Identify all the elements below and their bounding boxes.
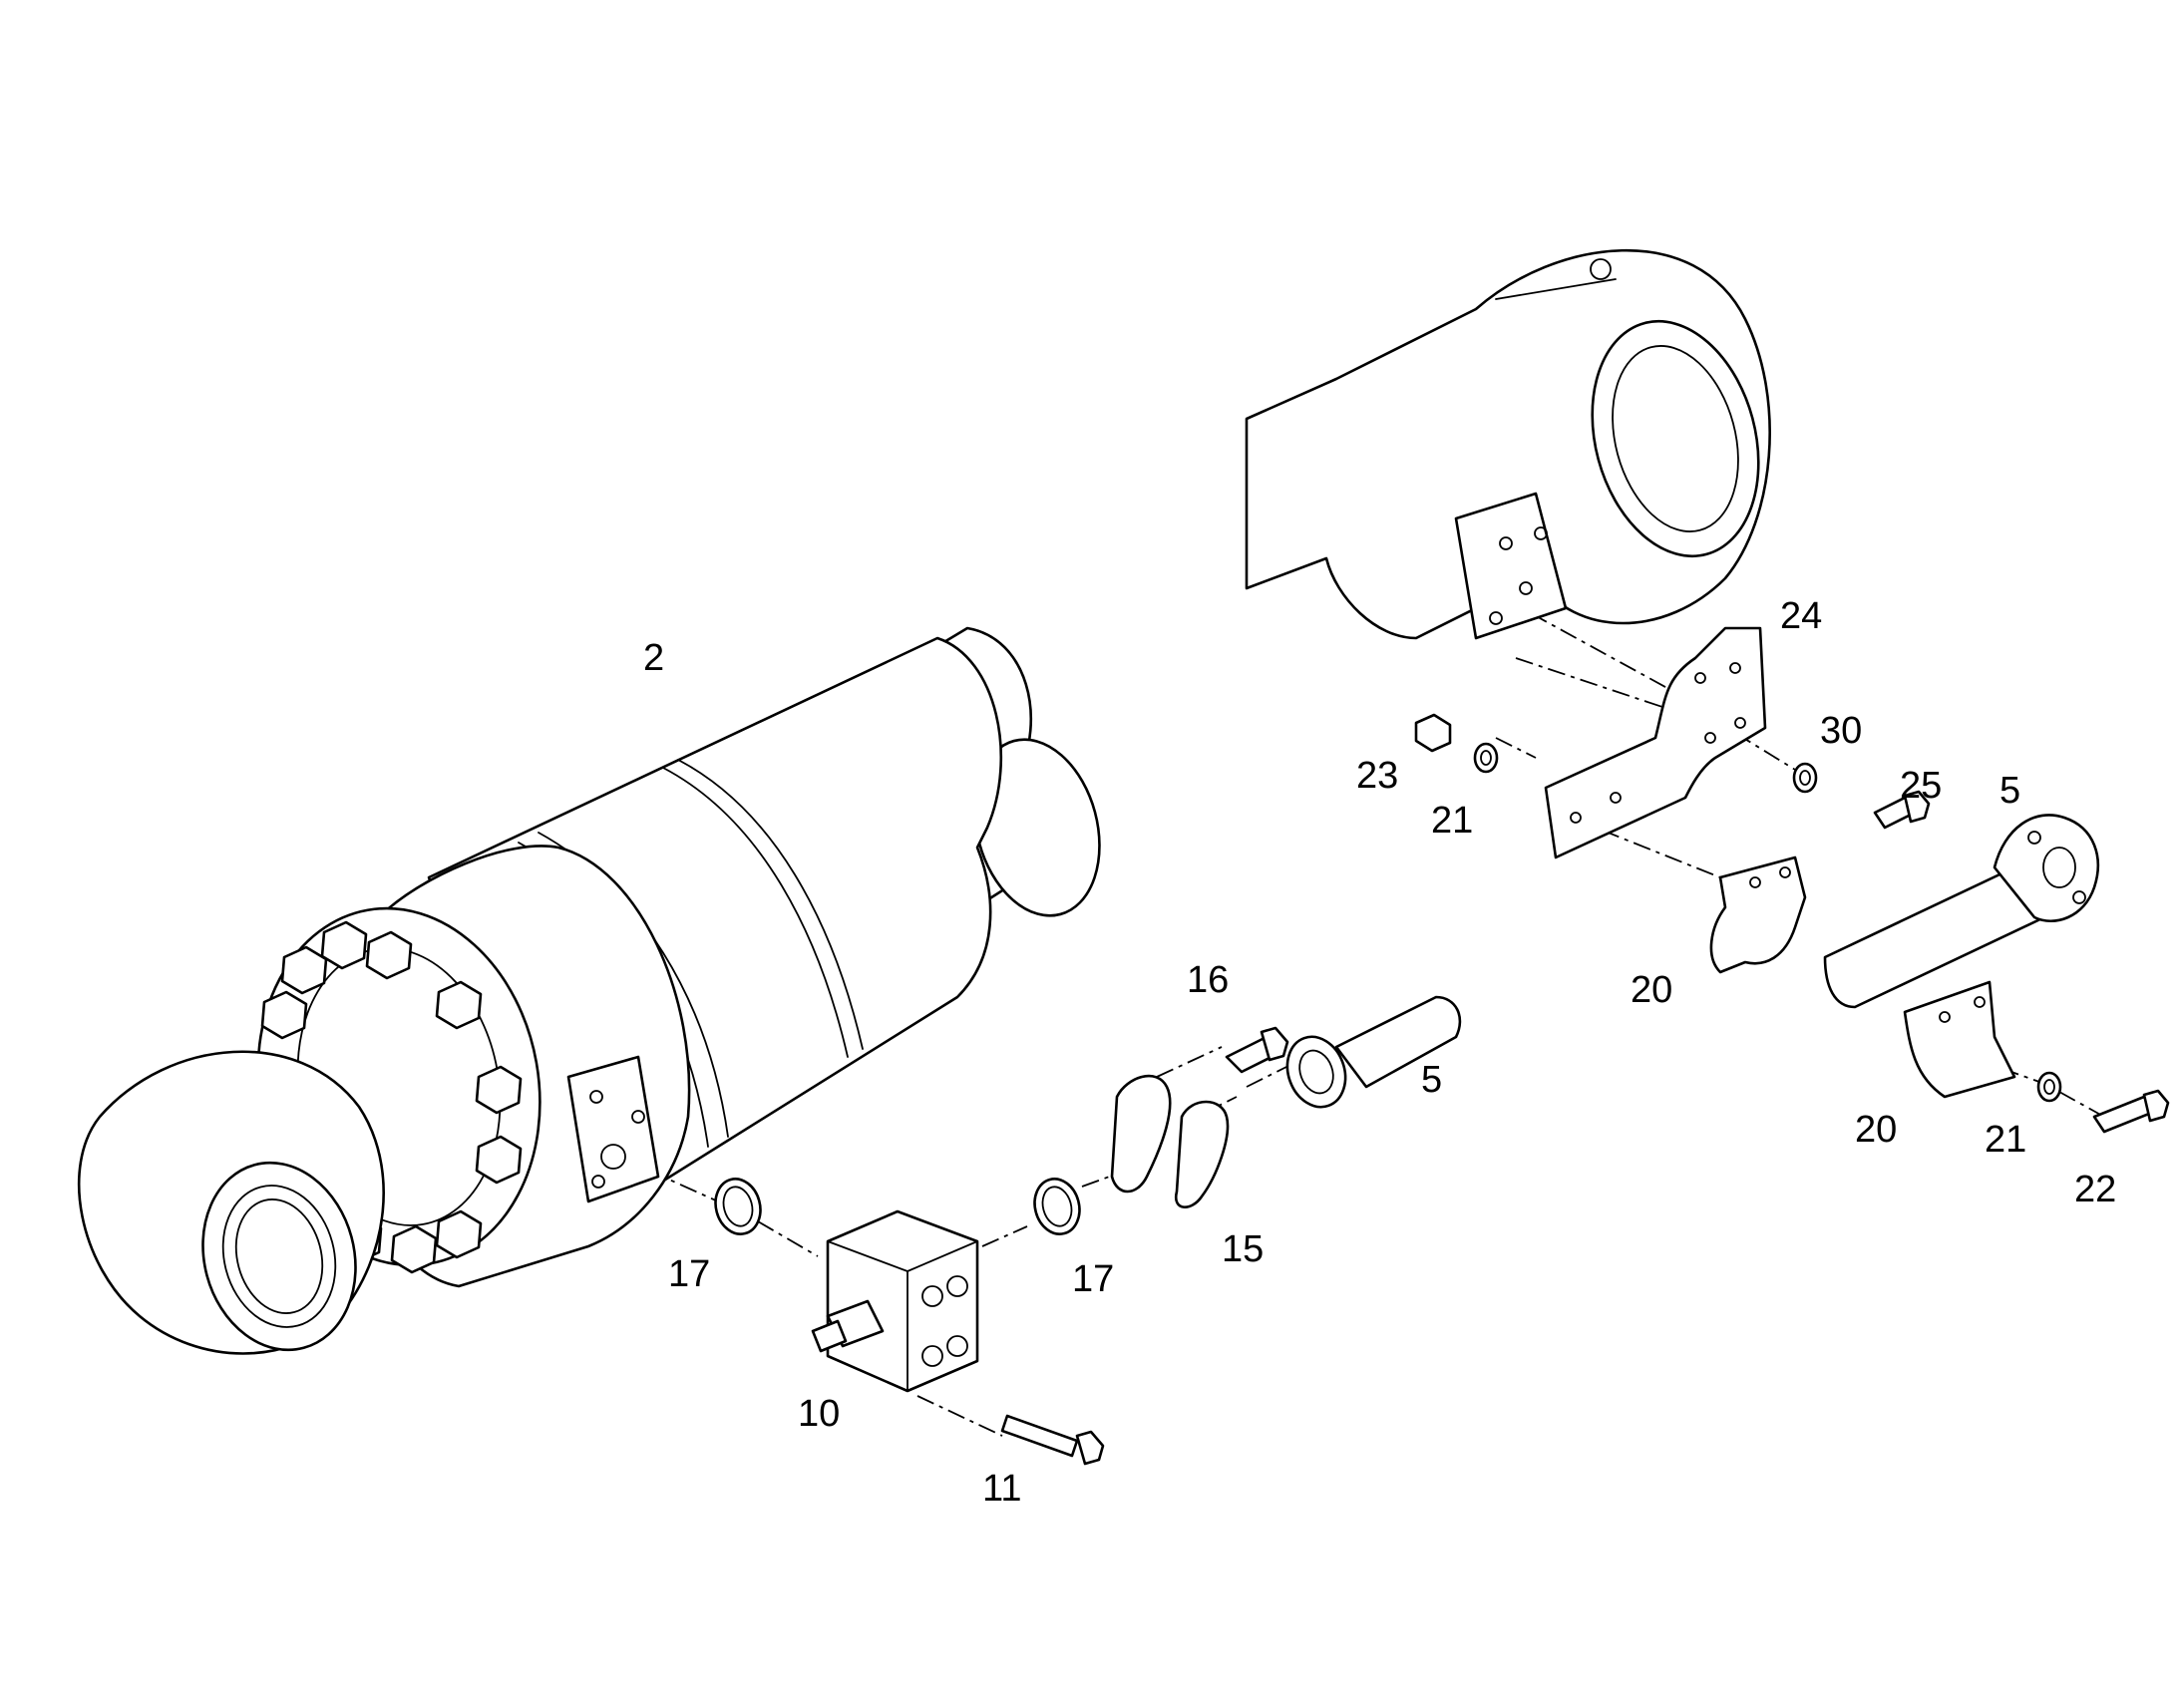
split-flange-15 xyxy=(1110,1026,1289,1208)
callout-11: 11 xyxy=(982,1468,1021,1510)
callout-23: 23 xyxy=(1356,755,1398,797)
cylinder-base-eye xyxy=(77,1050,385,1355)
callout-15: 15 xyxy=(1222,1228,1264,1270)
callout-5: 5 xyxy=(1421,1059,1442,1101)
bracket-24 xyxy=(1544,626,1767,859)
rod-eye xyxy=(1245,248,1771,640)
callout-labels: 2 24 23 21 30 25 5 20 16 5 20 21 22 17 1… xyxy=(643,595,2116,1510)
capscrew-11 xyxy=(1000,1414,1105,1466)
callout-21: 21 xyxy=(1431,800,1473,842)
callout-5: 5 xyxy=(1999,770,2020,812)
callout-20: 20 xyxy=(1631,969,1672,1011)
cylinder-tube xyxy=(256,626,1101,1288)
callout-24: 24 xyxy=(1780,595,1822,637)
clamp-20-lower xyxy=(1903,980,2170,1134)
callout-30: 30 xyxy=(1820,710,1862,752)
flange-bolts xyxy=(260,920,523,1274)
callout-20: 20 xyxy=(1855,1109,1897,1151)
callout-16: 16 xyxy=(1187,959,1229,1001)
tube-5-upper xyxy=(1823,814,2099,1009)
callout-10: 10 xyxy=(798,1393,840,1435)
hardware-small xyxy=(1414,713,1931,830)
callout-25: 25 xyxy=(1900,765,1942,807)
valve-block-10 xyxy=(811,1209,979,1393)
callout-17: 17 xyxy=(1072,1258,1114,1300)
callout-17: 17 xyxy=(668,1253,710,1295)
callout-22: 22 xyxy=(2074,1169,2116,1210)
callout-21: 21 xyxy=(1985,1119,2026,1161)
clamp-20-upper xyxy=(1709,855,1807,974)
callout-2: 2 xyxy=(643,637,664,679)
o-rings-17 xyxy=(714,1178,1081,1235)
tube-5-center xyxy=(1285,995,1462,1109)
